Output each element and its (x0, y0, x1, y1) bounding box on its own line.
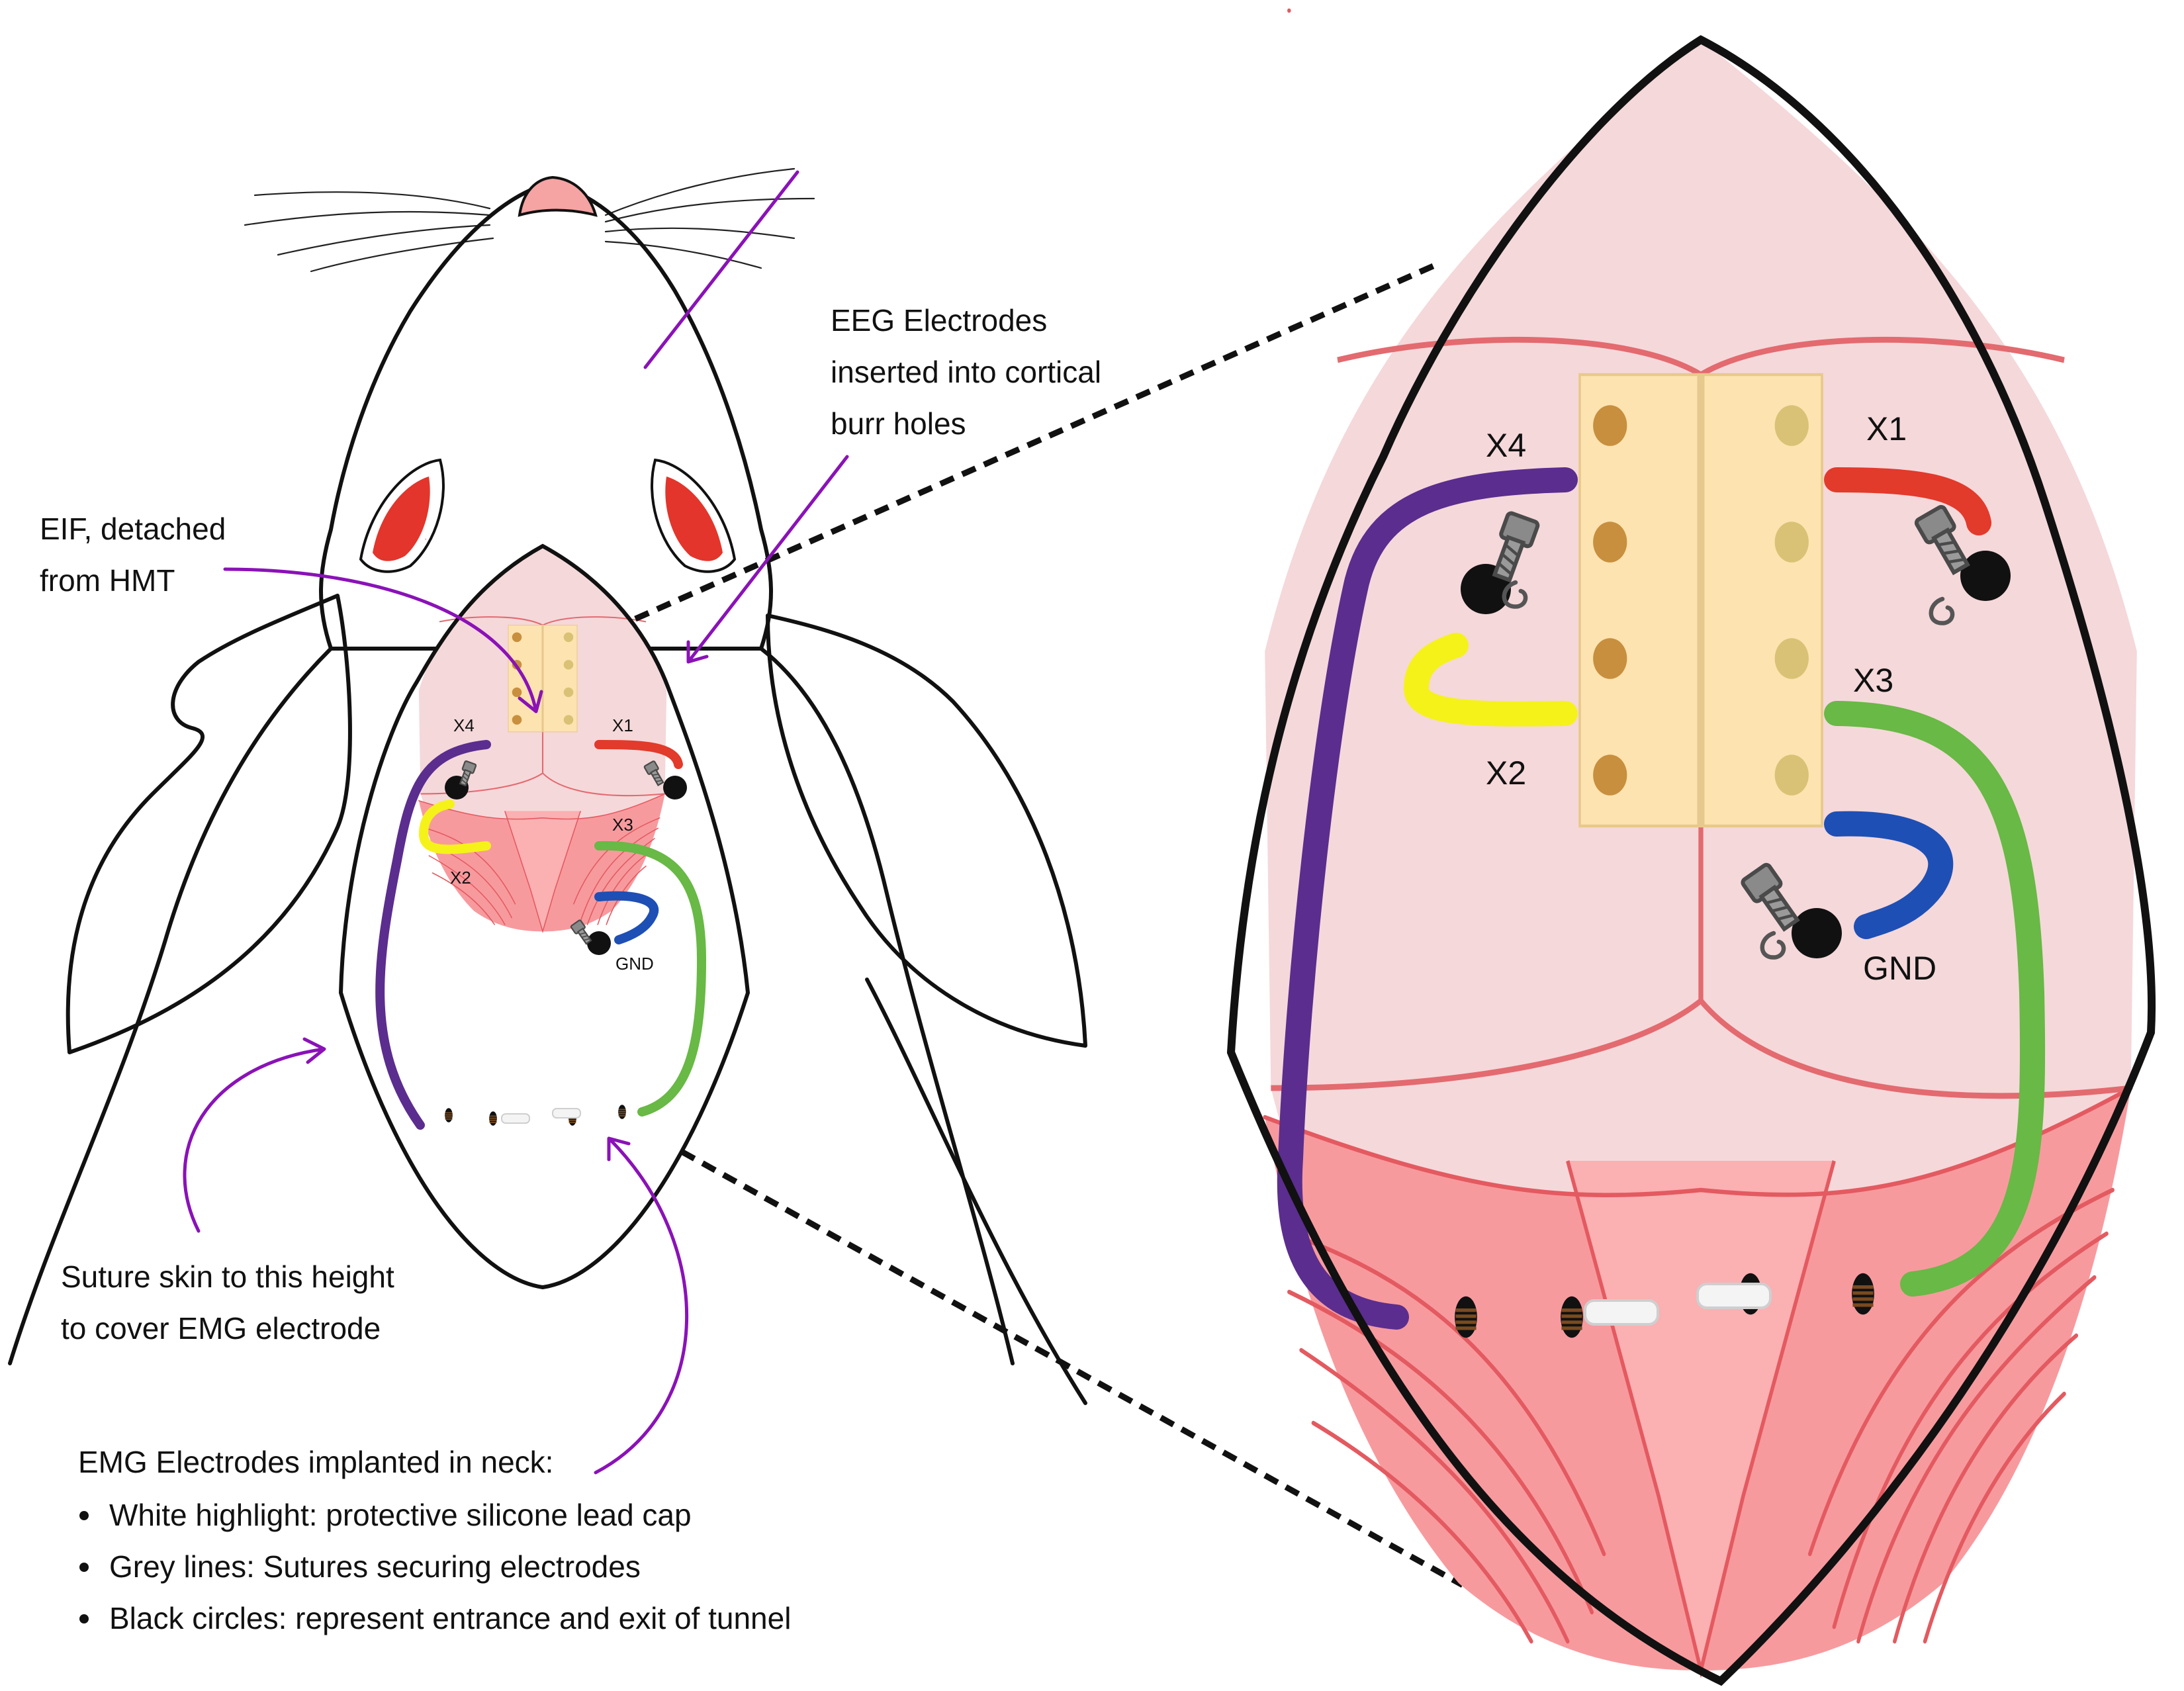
suture-arrow (183, 1037, 326, 1233)
emg-arrow (594, 1136, 689, 1475)
emg-bullet-2: Grey lines: Sutures securing electrodes (109, 1549, 641, 1584)
incision-small: X4 X1 X3 X2 GND (338, 538, 751, 1290)
label-x3-large: X3 (1853, 662, 1893, 699)
annotation-suture: Suture skin to this height to cover EMG … (61, 1037, 394, 1346)
eif-arrow (223, 567, 543, 713)
annotation-emg: EMG Electrodes implanted in neck: White … (78, 1136, 791, 1635)
label-x3-small: X3 (612, 815, 633, 835)
label-x1-small: X1 (612, 715, 633, 735)
emg-bullet-3: Black circles: represent entrance and ex… (109, 1601, 791, 1635)
label-gnd-large: GND (1863, 950, 1936, 987)
rat-illustration (8, 167, 1087, 1405)
eeg-line-3: burr holes (831, 406, 966, 441)
eeg-line-1: EEG Electrodes (831, 303, 1047, 338)
eeg-arrow (643, 170, 799, 369)
eeg-line-2: inserted into cortical (831, 355, 1101, 389)
nose (518, 175, 598, 217)
label-gnd-small: GND (615, 954, 654, 974)
emg-title: EMG Electrodes implanted in neck: (78, 1445, 553, 1479)
incision-large: X4 X1 X3 X2 GND (1226, 11, 2156, 1686)
annotation-eeg: EEG Electrodes inserted into cortical bu… (643, 170, 1101, 664)
emg-bullet-1: White highlight: protective silicone lea… (109, 1498, 692, 1532)
label-x2-small: X2 (450, 868, 471, 888)
label-x2-large: X2 (1486, 754, 1526, 792)
label-x4-small: X4 (453, 715, 475, 735)
suture-line-1: Suture skin to this height (61, 1259, 394, 1294)
label-x4-large: X4 (1486, 427, 1526, 464)
eif-line-2: from HMT (40, 563, 175, 598)
eif-line-1: EIF, detached (40, 512, 226, 546)
whiskers (244, 167, 815, 273)
left-ear (66, 594, 352, 1054)
annotation-eif: EIF, detached from HMT (40, 512, 543, 713)
zoom-line-bottom (680, 1149, 1465, 1588)
label-x1-large: X1 (1866, 410, 1907, 447)
suture-line-2: to cover EMG electrode (61, 1311, 381, 1346)
